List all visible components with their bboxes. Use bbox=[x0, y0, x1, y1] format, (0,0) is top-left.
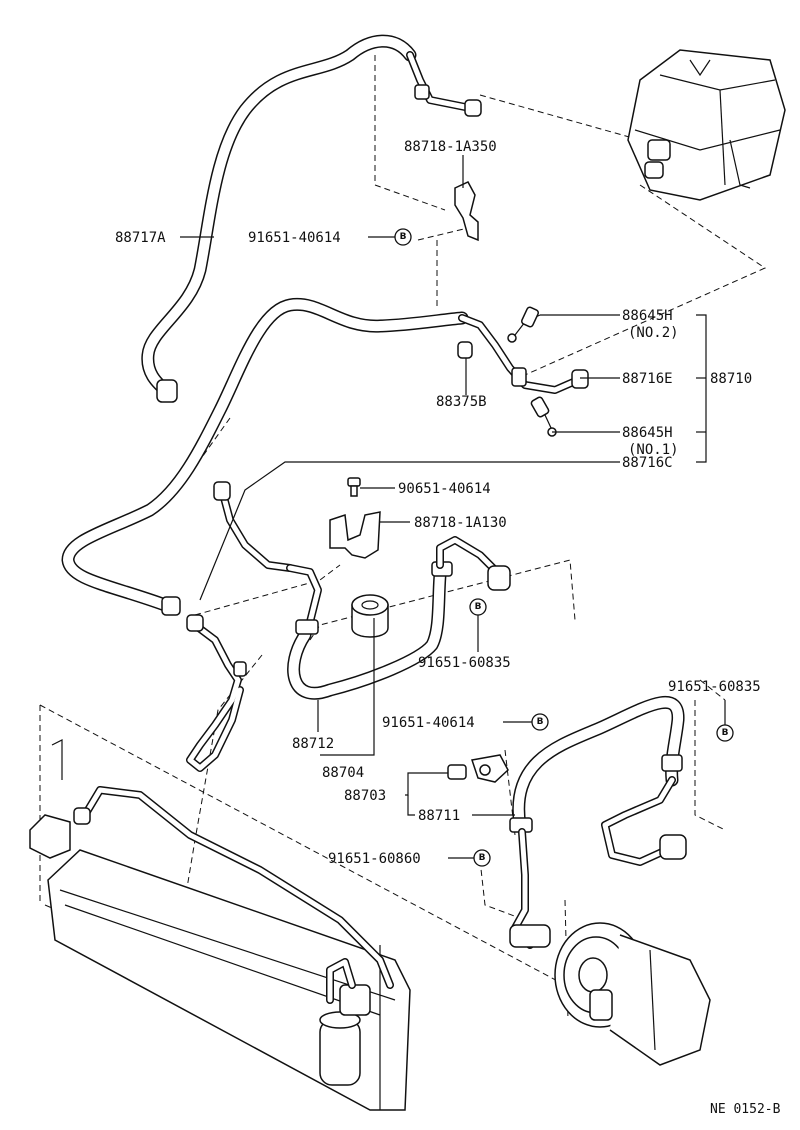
label-91651-60835-mid: 91651-60835 bbox=[418, 655, 511, 671]
bracket-88718-1a350 bbox=[454, 181, 479, 242]
label-88645h-no1: 88645H bbox=[622, 425, 673, 441]
label-88704: 88704 bbox=[322, 765, 364, 781]
label-91651-40614-top: 91651-40614 bbox=[248, 230, 341, 246]
bolt-marker-91651-60860: B bbox=[473, 849, 491, 867]
bolt-marker-91651-60835-mid: B bbox=[469, 598, 487, 616]
bolt-marker-91651-60835-right: B bbox=[716, 724, 734, 742]
sensor-88645h-no1 bbox=[530, 396, 557, 437]
label-88718-1a130: 88718-1A130 bbox=[414, 515, 507, 531]
pipe-left-drop bbox=[186, 481, 294, 772]
label-88717a: 88717A bbox=[115, 230, 166, 246]
svg-text:B: B bbox=[400, 232, 407, 242]
label-no2: (NO.2) bbox=[628, 325, 679, 341]
label-88716c: 88716C bbox=[622, 455, 673, 471]
label-88716e: 88716E bbox=[622, 371, 673, 387]
bolt-marker-91651-40614-mid: B bbox=[531, 713, 549, 731]
label-88710: 88710 bbox=[710, 371, 752, 387]
label-91651-40614-mid: 91651-40614 bbox=[382, 715, 475, 731]
label-90651-40614: 90651-40614 bbox=[398, 481, 491, 497]
svg-text:B: B bbox=[475, 602, 482, 612]
svg-text:B: B bbox=[479, 853, 486, 863]
compressor bbox=[554, 922, 711, 1066]
hose-88712 bbox=[286, 536, 511, 700]
sensor-88645h-no2 bbox=[507, 306, 541, 343]
label-88712: 88712 bbox=[292, 736, 334, 752]
svg-text:B: B bbox=[722, 728, 729, 738]
hose-88717a bbox=[141, 34, 482, 403]
label-88718-1a350: 88718-1A350 bbox=[404, 139, 497, 155]
bolt-90651-40614 bbox=[347, 477, 361, 497]
receiver-tank bbox=[627, 49, 786, 201]
label-88375b: 88375B bbox=[436, 394, 487, 410]
label-no1: (NO.1) bbox=[628, 442, 679, 458]
hose-88711 bbox=[509, 696, 687, 949]
sleeve-88704 bbox=[351, 594, 389, 638]
label-88711: 88711 bbox=[418, 808, 460, 824]
bracket-88718-1a130 bbox=[329, 511, 381, 559]
label-91651-60860: 91651-60860 bbox=[328, 851, 421, 867]
label-91651-60835-right: 91651-60835 bbox=[668, 679, 761, 695]
label-88703: 88703 bbox=[344, 788, 386, 804]
cap-88375b bbox=[457, 341, 473, 359]
figure-code: NE 0152-B bbox=[710, 1102, 781, 1117]
condenser bbox=[29, 739, 411, 1111]
clamp-88703 bbox=[447, 754, 509, 783]
label-88645h-no2: 88645H bbox=[622, 308, 673, 324]
svg-text:B: B bbox=[537, 717, 544, 727]
bolt-marker-91651-40614-top: B bbox=[394, 228, 412, 246]
pipe-88716c bbox=[61, 297, 589, 616]
leader-lines bbox=[180, 155, 726, 859]
